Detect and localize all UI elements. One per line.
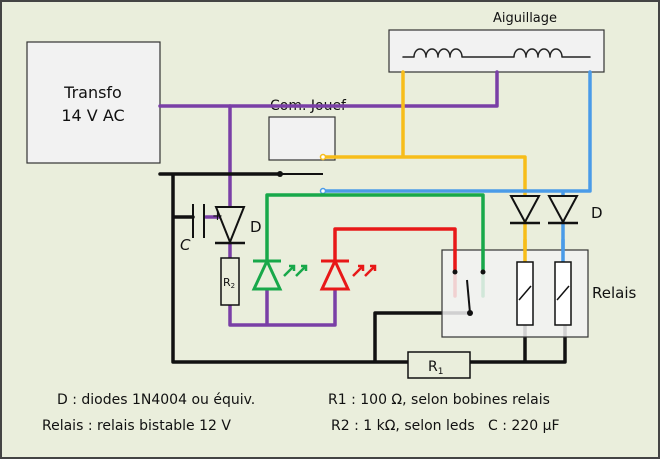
aiguillage-box xyxy=(388,29,605,73)
transfo-voltage: 14 V AC xyxy=(61,106,124,125)
black-wire xyxy=(158,172,567,364)
relay-common xyxy=(467,310,473,316)
aiguillage-label: Aiguillage xyxy=(493,11,557,26)
diode-pair-label: D xyxy=(591,204,603,222)
red-led xyxy=(319,257,377,291)
cap-minus: - xyxy=(183,210,188,225)
com-terminal-yellow xyxy=(319,153,327,161)
green-led xyxy=(251,257,308,291)
note-relais: Relais : relais bistable 12 V xyxy=(42,418,231,434)
resistor-r1 xyxy=(407,351,471,379)
purple-wire-led xyxy=(204,104,337,327)
resistor-r2 xyxy=(220,257,240,306)
capacitor xyxy=(192,204,205,238)
yellow-wire xyxy=(321,70,527,264)
capacitor-label: C xyxy=(180,236,191,254)
com-switch-pivot xyxy=(277,171,283,177)
note-r1: R1 : 100 Ω, selon bobines relais xyxy=(328,392,550,408)
cap-plus: + xyxy=(212,209,223,224)
green-wire xyxy=(265,193,485,298)
relay-coils xyxy=(516,261,572,326)
diode-pair xyxy=(509,195,579,225)
note-diodes: D : diodes 1N4004 ou équiv. xyxy=(57,392,255,408)
com-jouef-box xyxy=(268,116,336,161)
note-r2-c: R2 : 1 kΩ, selon leds C : 220 µF xyxy=(331,418,560,434)
diode-label: D xyxy=(250,218,262,236)
relay-switch xyxy=(466,279,471,314)
com-terminal-blue xyxy=(319,187,327,195)
transfo-box xyxy=(26,41,161,164)
r1-label: R1 xyxy=(428,359,443,377)
r2-label: R2 xyxy=(223,276,235,290)
transfo-label: Transfo xyxy=(63,83,122,102)
diode-main xyxy=(214,206,246,245)
relay-contact-green xyxy=(480,269,486,275)
aiguillage-coils xyxy=(402,48,591,58)
relay-contact-red xyxy=(452,269,458,275)
relais-label: Relais xyxy=(592,284,637,302)
purple-wire-common xyxy=(158,70,499,108)
